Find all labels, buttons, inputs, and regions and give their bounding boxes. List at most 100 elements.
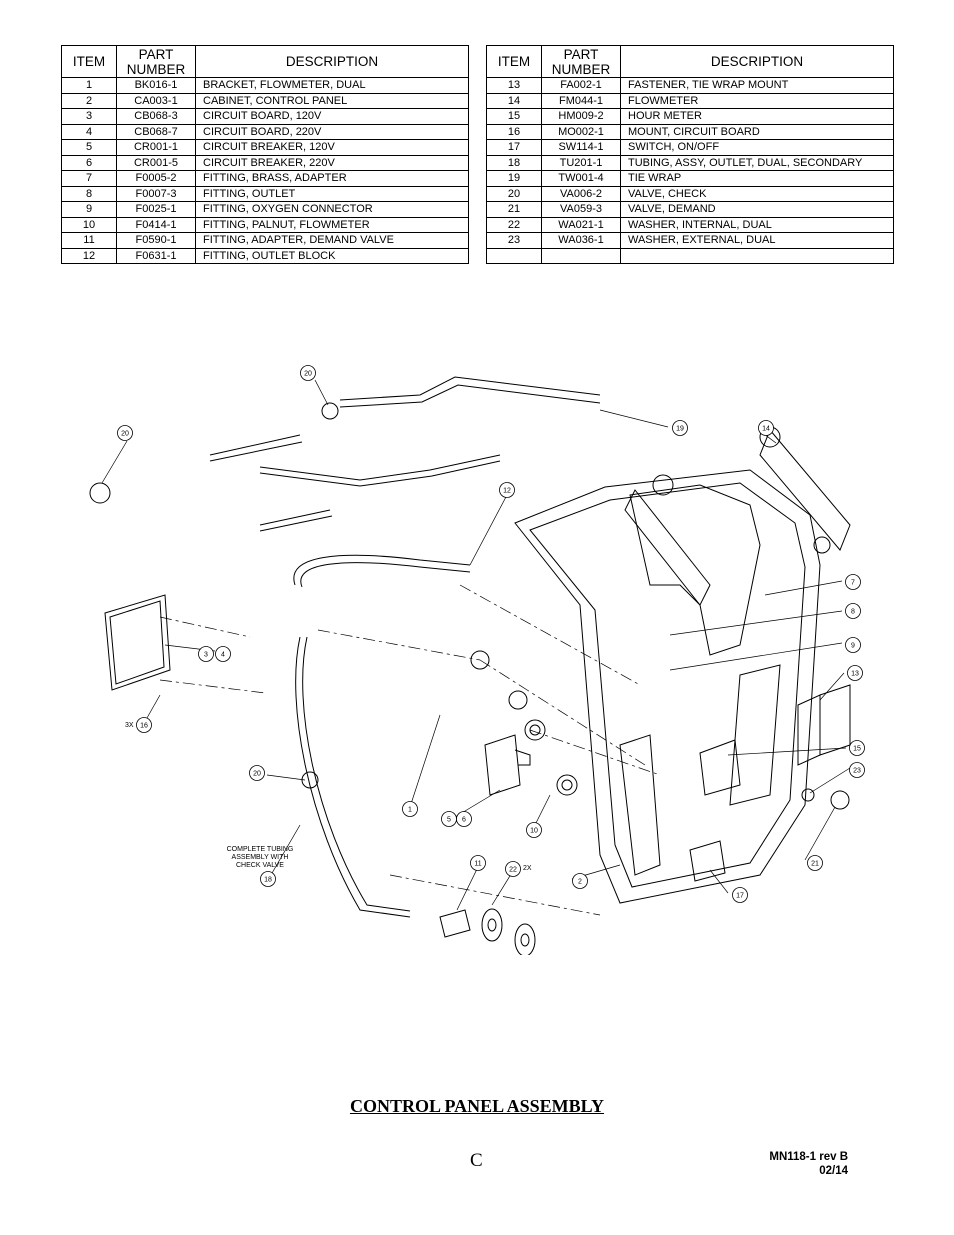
callout-label: 3 <box>204 652 208 659</box>
callout-circle <box>499 482 515 498</box>
item-cell: 10 <box>61 216 117 233</box>
callout-circle <box>470 855 486 871</box>
callout-circle <box>456 811 472 827</box>
callout-label: 17 <box>736 893 744 900</box>
callout-circle <box>849 762 865 778</box>
callout-16: 16 <box>136 717 152 733</box>
item-cell: 9 <box>61 201 117 218</box>
description-cell: TIE WRAP <box>620 170 894 187</box>
callout-circle <box>672 420 688 436</box>
item-cell: 11 <box>61 232 117 249</box>
qty-label-22: 2X <box>523 865 532 872</box>
callout-circle <box>845 574 861 590</box>
callout-21: 21 <box>807 855 823 871</box>
description-cell: TUBING, ASSY, OUTLET, DUAL, SECONDARY <box>620 154 894 171</box>
description-cell: VALVE, DEMAND <box>620 201 894 218</box>
header-description: DESCRIPTION <box>620 45 894 78</box>
page-title: CONTROL PANEL ASSEMBLY <box>349 1096 605 1116</box>
callout-2: 2 <box>572 873 588 889</box>
callout-18: 18 <box>260 871 276 887</box>
description-cell: MOUNT, CIRCUIT BOARD <box>620 123 894 140</box>
callout-label: 21 <box>811 861 819 868</box>
callout-circle <box>732 887 748 903</box>
callout-7: 7 <box>845 574 861 590</box>
item-cell: 4 <box>61 123 117 140</box>
item-cell: 6 <box>61 154 117 171</box>
callout-label: 8 <box>851 609 855 616</box>
item-cell: 14 <box>486 92 542 109</box>
doc-date: 02/14 <box>819 1165 848 1177</box>
callout-1: 1 <box>402 801 418 817</box>
part-number-cell: VA059-3 <box>541 201 621 218</box>
part-number-cell: CR001-1 <box>116 139 196 156</box>
description-cell <box>620 247 894 264</box>
callout-20: 20 <box>300 365 316 381</box>
callout-circle <box>526 822 542 838</box>
callout-6: 6 <box>456 811 472 827</box>
item-cell: 12 <box>61 247 117 264</box>
part-number-cell: CR001-5 <box>116 154 196 171</box>
document-number: MN118-1 rev B 02/14 <box>769 1150 848 1178</box>
description-cell: WASHER, INTERNAL, DUAL <box>620 216 894 233</box>
part-number-cell: F0631-1 <box>116 247 196 264</box>
callout-label: 11 <box>474 861 481 868</box>
note-line-1: COMPLETE TUBING <box>227 846 294 853</box>
header-item: ITEM <box>61 45 117 78</box>
item-cell: 19 <box>486 170 542 187</box>
part-number-cell: FM044-1 <box>541 92 621 109</box>
callout-23: 23 <box>849 762 865 778</box>
part-number-cell: WA021-1 <box>541 216 621 233</box>
note-line-2: ASSEMBLY WITH <box>232 854 289 861</box>
diagram-leaders <box>101 379 851 911</box>
callout-circle <box>402 801 418 817</box>
part-number-cell: HM009-2 <box>541 108 621 125</box>
description-cell: VALVE, CHECK <box>620 185 894 202</box>
callout-label: 6 <box>462 817 466 824</box>
callout-label: 1 <box>408 807 412 814</box>
callout-label: 10 <box>530 828 538 835</box>
callout-label: 5 <box>447 817 451 824</box>
part-number-cell: F0007-3 <box>116 185 196 202</box>
part-number-cell <box>541 247 621 264</box>
callout-circle <box>845 637 861 653</box>
item-cell: 16 <box>486 123 542 140</box>
part-number-cell: FA002-1 <box>541 77 621 94</box>
description-cell: FLOWMETER <box>620 92 894 109</box>
callout-label: 20 <box>121 431 129 438</box>
callout-4: 4 <box>215 646 231 662</box>
item-cell: 17 <box>486 139 542 156</box>
callout-label: 7 <box>851 580 855 587</box>
part-number-cell: F0005-2 <box>116 170 196 187</box>
callout-15: 15 <box>849 740 865 756</box>
description-cell: FITTING, ADAPTER, DEMAND VALVE <box>195 232 469 249</box>
callout-label: 20 <box>253 771 261 778</box>
description-cell: FITTING, OUTLET <box>195 185 469 202</box>
callout-8: 8 <box>845 603 861 619</box>
callout-20: 20 <box>249 765 265 781</box>
item-cell: 8 <box>61 185 117 202</box>
callout-circle <box>215 646 231 662</box>
description-cell: CABINET, CONTROL PANEL <box>195 92 469 109</box>
part-number-cell: CA003-1 <box>116 92 196 109</box>
item-cell: 23 <box>486 232 542 249</box>
callout-17: 17 <box>732 887 748 903</box>
diagram-linework <box>89 376 851 955</box>
callout-circle <box>505 861 521 877</box>
description-cell: FITTING, OXYGEN CONNECTOR <box>195 201 469 218</box>
